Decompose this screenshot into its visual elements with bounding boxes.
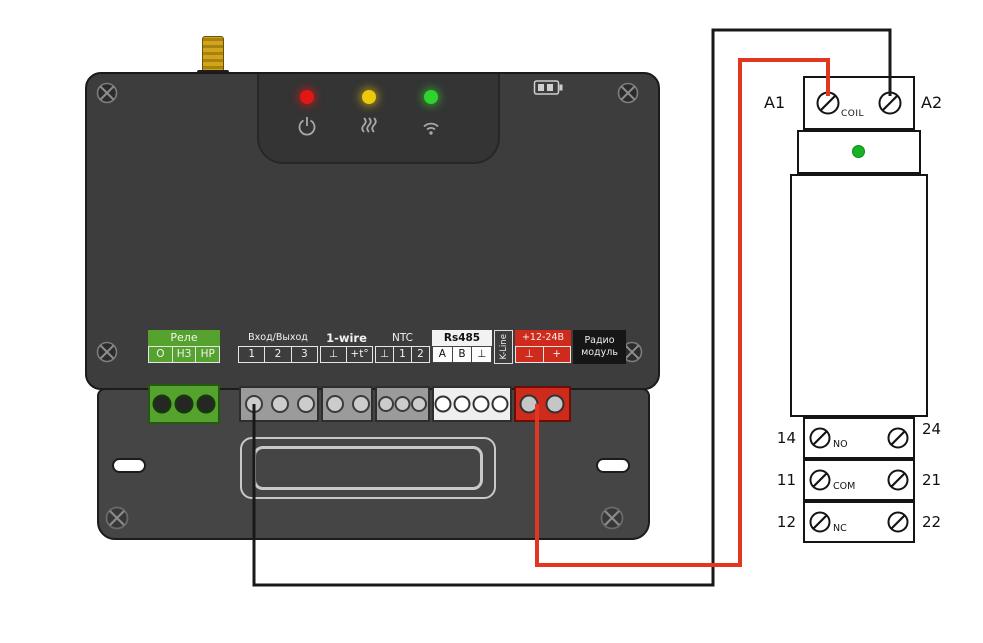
power-led-unit [279, 74, 335, 158]
mounting-hole-right [596, 458, 630, 473]
screw-icon [96, 82, 118, 104]
screw-icon [96, 341, 118, 363]
relay-terminal-14: 14 [776, 429, 796, 447]
terminal-screw-icon [809, 511, 831, 533]
power-icon [298, 117, 316, 136]
wifi-led-unit [403, 74, 459, 158]
base-recess-inner [253, 446, 483, 490]
relay-nc-label: NC [833, 523, 847, 534]
power-cell-gnd: ⊥ [515, 346, 544, 363]
terminal-screw-icon [809, 469, 831, 491]
io-terminal-block [239, 386, 319, 422]
onewire-terminal-block [321, 386, 373, 422]
screw-icon [617, 82, 639, 104]
strip-group-rs485: Rs485 A B ⊥ [432, 330, 493, 363]
relay-coil-label: COIL [841, 109, 865, 119]
relay-terminal-block [148, 384, 220, 424]
power-led [300, 90, 314, 104]
rele-title: Реле [148, 330, 220, 346]
relay-terminal-11: 11 [776, 471, 796, 489]
ntc-cell-2: 2 [411, 346, 430, 363]
strip-group-rele: Реле О НЗ НР [148, 330, 221, 363]
rele-cell-o: О [148, 346, 173, 363]
rs485-cell-b: B [451, 346, 473, 363]
led-panel [257, 74, 500, 164]
antenna [202, 36, 224, 74]
radio-title-line1: Радио [584, 335, 615, 346]
io-title: Вход/Выход [248, 332, 308, 343]
strip-group-ntc: NTC ⊥ 1 2 [375, 330, 430, 363]
rs485-cell-gnd: ⊥ [471, 346, 493, 363]
strip-group-kline: K-Line [494, 330, 513, 364]
rele-cell-nz: НЗ [171, 346, 197, 363]
1wire-cell-t: +t° [346, 346, 373, 363]
rs485-terminal-block [432, 386, 512, 422]
terminal-screw-icon [816, 91, 840, 115]
power-terminal-block [514, 386, 571, 422]
relay-body [790, 174, 928, 417]
relay-terminal-21: 21 [922, 471, 942, 489]
screw-icon [105, 506, 129, 530]
relay-row-com: COM [803, 459, 915, 501]
terminal-screw-icon [878, 91, 902, 115]
relay-terminal-22: 22 [922, 513, 942, 531]
radio-title-line2: модуль [581, 347, 618, 358]
screw-icon [600, 506, 624, 530]
strip-group-io: Вход/Выход 1 2 3 [238, 330, 318, 363]
wifi-icon [423, 122, 439, 135]
1wire-cell-gnd: ⊥ [320, 346, 347, 363]
terminal-screw-icon [887, 427, 909, 449]
mounting-hole-left [112, 458, 146, 473]
relay-row-nc: NC [803, 501, 915, 543]
ntc-cell-1: 1 [393, 346, 412, 363]
heating-icon [361, 117, 377, 133]
heating-led-unit [341, 74, 397, 158]
terminal-screw-icon [887, 511, 909, 533]
relay-a1-label: A1 [764, 93, 786, 112]
rs485-cell-a: A [432, 346, 453, 363]
kline-title: K-Line [498, 334, 509, 360]
wifi-led [424, 90, 438, 104]
relay-no-label: NO [833, 439, 848, 450]
strip-group-radio: Радио модуль [573, 330, 626, 364]
io-cell-1: 1 [238, 346, 266, 363]
relay-indicator-led [852, 145, 865, 158]
rele-cell-nr: НР [195, 346, 221, 363]
relay-row-no: NO [803, 417, 915, 459]
relay-com-label: COM [833, 481, 856, 492]
ntc-title: NTC [392, 332, 413, 344]
1wire-title: 1-wire [326, 331, 367, 345]
power-cell-plus: + [542, 346, 571, 363]
relay-terminal-12: 12 [776, 513, 796, 531]
power-title: +12-24В [515, 330, 571, 346]
ntc-terminal-block [375, 386, 430, 422]
strip-group-power: +12-24В ⊥ + [515, 330, 571, 363]
relay-a2-label: A2 [921, 93, 943, 112]
strip-group-1wire: 1-wire ⊥ +t° [320, 330, 373, 363]
ntc-cell-gnd: ⊥ [375, 346, 394, 363]
battery-icon [533, 80, 563, 95]
io-cell-3: 3 [290, 346, 318, 363]
heating-led [362, 90, 376, 104]
terminal-screw-icon [887, 469, 909, 491]
io-cell-2: 2 [264, 346, 292, 363]
terminal-screw-icon [809, 427, 831, 449]
relay-terminal-24: 24 [922, 420, 942, 438]
rs485-title: Rs485 [443, 332, 481, 344]
